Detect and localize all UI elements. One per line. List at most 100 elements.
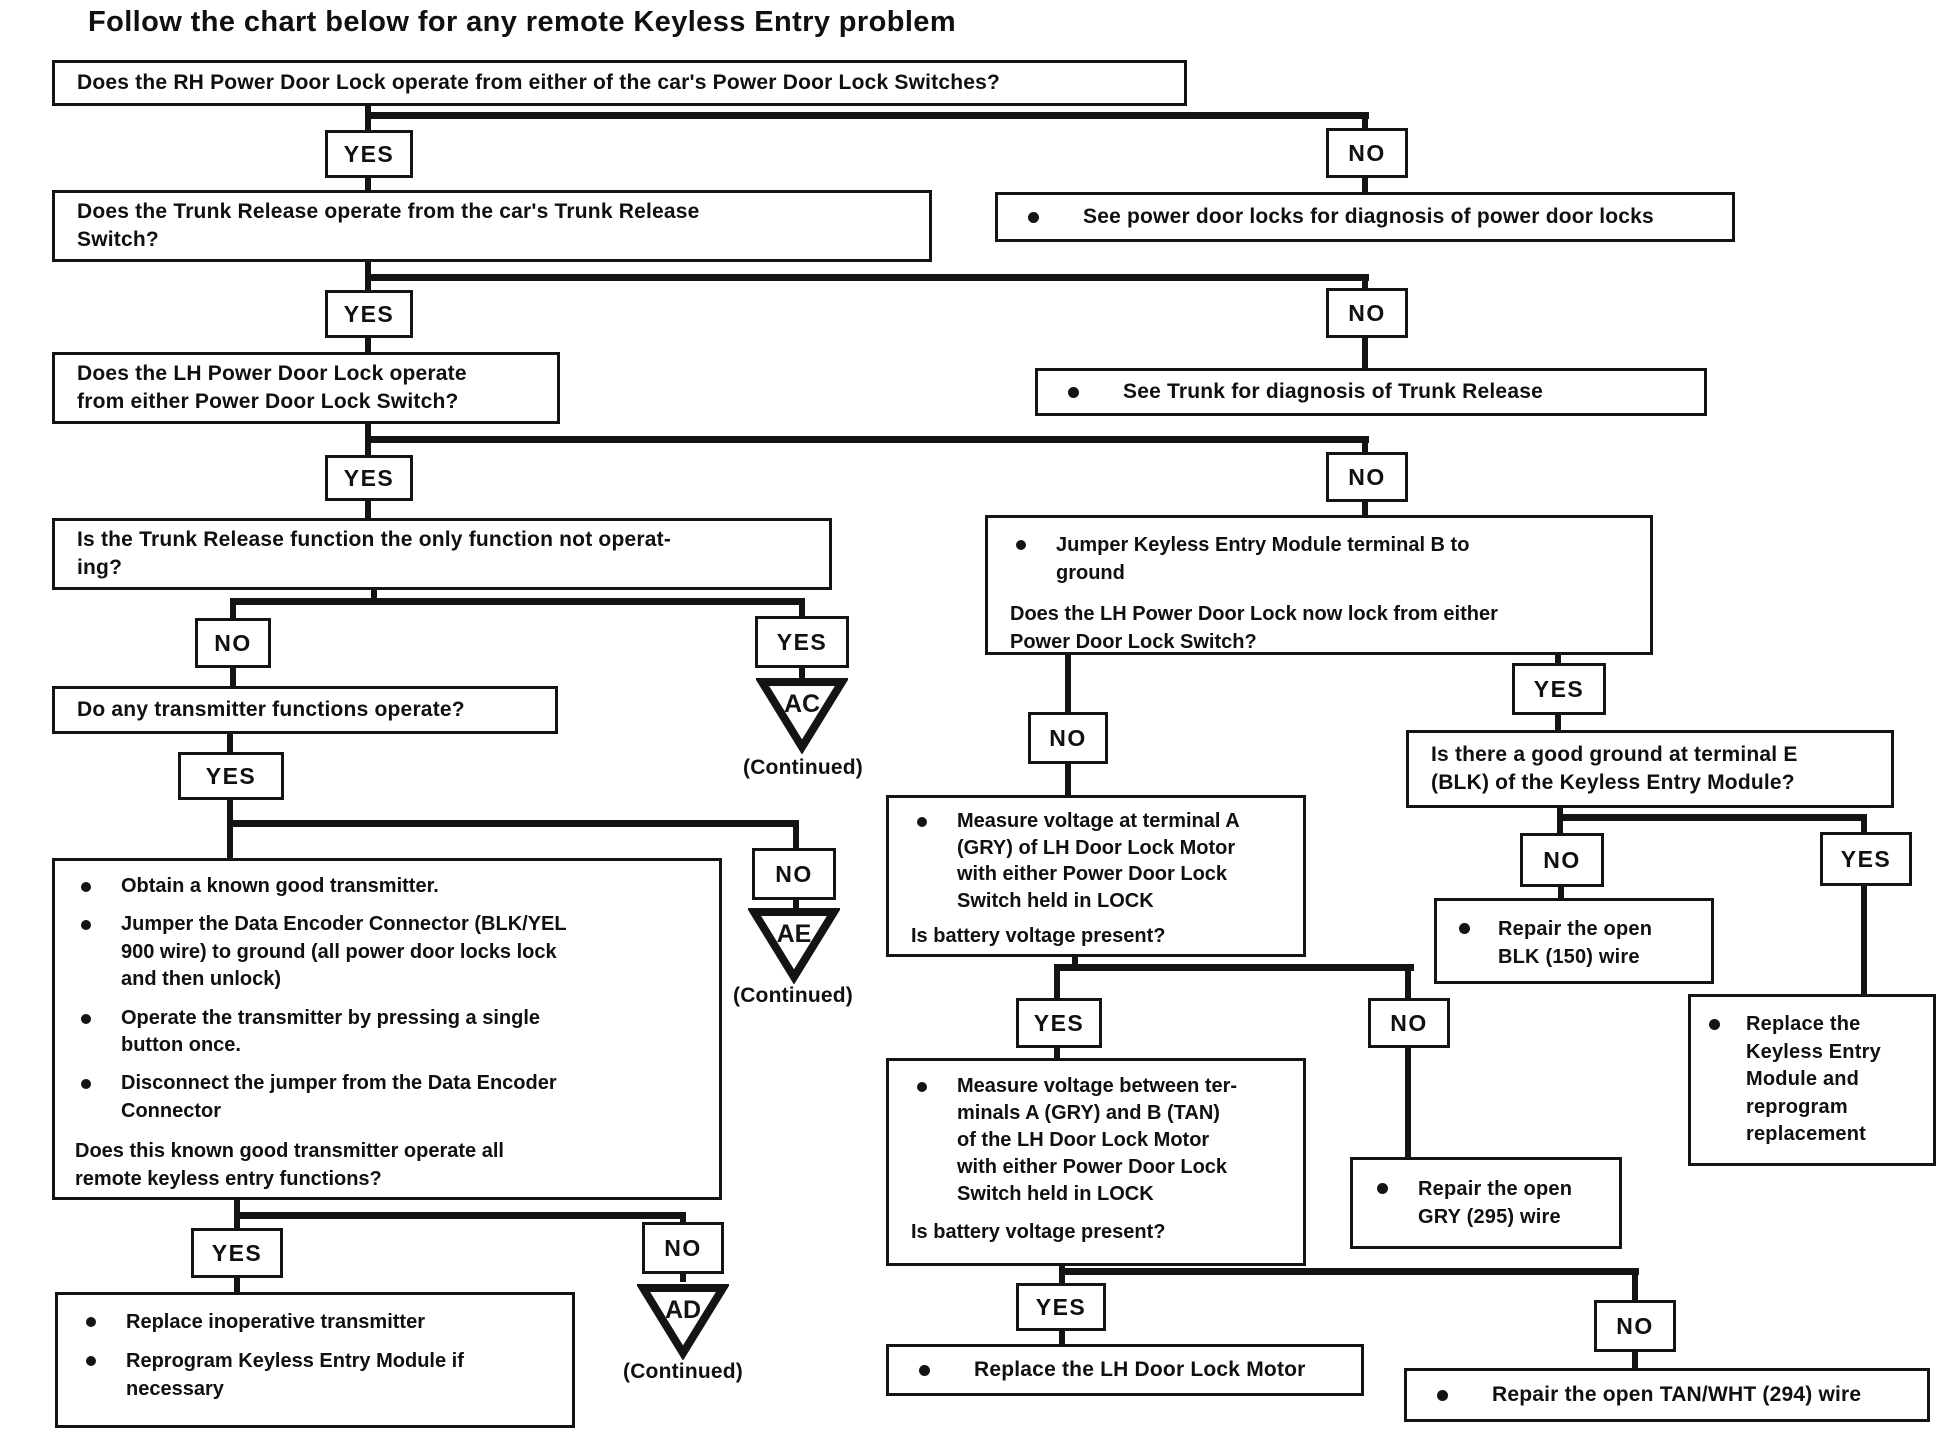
connector-line	[227, 800, 233, 858]
question-lh-power-door-lock: Does the LH Power Door Lock operate from…	[52, 352, 560, 424]
connector-line	[230, 668, 236, 686]
decision-yes-8: YES	[1820, 832, 1912, 886]
connector-line	[1558, 887, 1564, 898]
triangle-icon	[637, 1284, 729, 1360]
triangle-icon	[748, 908, 840, 984]
question-trunk-only-function: Is the Trunk Release function the only f…	[52, 518, 832, 590]
procedure-transmitter-test: Obtain a known good transmitter. Jumper …	[52, 858, 722, 1200]
connector-line	[793, 825, 799, 848]
connector-line	[680, 1274, 686, 1282]
chart-title: Follow the chart below for any remote Ke…	[88, 6, 957, 38]
decision-no-3: NO	[1326, 452, 1408, 502]
connector-line	[1054, 969, 1060, 998]
question-text: Does the LH Power Door Lock now lock fro…	[1010, 603, 1498, 653]
step-text: Replace inoperative transmitter	[126, 1311, 425, 1333]
decision-yes-1: YES	[325, 130, 413, 178]
procedure-measure-a-b: Measure voltage between ter- minals A (G…	[886, 1058, 1306, 1266]
connector-line	[799, 603, 805, 616]
question-text: Is there a good ground at terminal E (BL…	[1431, 742, 1798, 794]
connector-line	[1059, 1268, 1639, 1275]
bullet-icon	[86, 1317, 96, 1327]
bullet-icon	[917, 817, 927, 827]
continued-caption-ad: (Continued)	[623, 1360, 743, 1383]
connector-label: AE	[777, 920, 812, 948]
connector-line	[1861, 886, 1867, 994]
connector-line	[1405, 969, 1411, 998]
result-text: See power door locks for diagnosis of po…	[1083, 205, 1654, 229]
decision-no-9: NO	[1368, 998, 1450, 1048]
result-repair-gry-wire: Repair the open GRY (295) wire	[1350, 1157, 1622, 1249]
step-text: Jumper Keyless Entry Module terminal B t…	[1056, 534, 1470, 584]
decision-yes-6: YES	[191, 1228, 283, 1278]
step-text: Measure voltage at terminal A (GRY) of L…	[957, 810, 1240, 912]
question-trunk-release-switch: Does the Trunk Release operate from the …	[52, 190, 932, 262]
continue-connector-ae: AE	[748, 908, 840, 984]
decision-yes-7: YES	[1512, 663, 1606, 715]
connector-label: AC	[784, 690, 820, 718]
question-text: Does the RH Power Door Lock operate from…	[77, 70, 1001, 94]
result-text: Replace the Keyless Entry Module and rep…	[1746, 1013, 1881, 1146]
connector-line	[230, 598, 805, 605]
question-any-transmitter: Do any transmitter functions operate?	[52, 686, 558, 734]
bullet-icon	[1709, 1019, 1720, 1030]
connector-line	[1362, 117, 1368, 128]
question-text: Do any transmitter functions operate?	[77, 697, 465, 721]
result-replace-lh-motor: Replace the LH Door Lock Motor	[886, 1344, 1364, 1396]
connector-line	[1555, 715, 1561, 730]
connector-line	[365, 436, 1369, 443]
bullet-icon	[1028, 211, 1039, 223]
procedure-measure-terminal-a: Measure voltage at terminal A (GRY) of L…	[886, 795, 1306, 957]
question-text: Is battery voltage present?	[911, 925, 1166, 948]
bullet-icon	[1377, 1183, 1388, 1194]
bullet-icon	[1016, 540, 1026, 550]
connector-line	[1405, 1048, 1411, 1157]
decision-no-2: NO	[1326, 288, 1408, 338]
connector-line	[1362, 338, 1368, 368]
connector-line	[234, 1212, 686, 1219]
question-text: Does the LH Power Door Lock operate from…	[77, 361, 467, 413]
connector-line	[365, 338, 371, 352]
bullet-icon	[86, 1356, 96, 1366]
result-see-trunk: See Trunk for diagnosis of Trunk Release	[1035, 368, 1707, 416]
connector-line	[1557, 814, 1867, 821]
step-text: Disconnect the jumper from the Data Enco…	[121, 1072, 557, 1122]
result-repair-tan-wht-wire: Repair the open TAN/WHT (294) wire	[1404, 1368, 1930, 1422]
procedure-jumper-terminal-b: Jumper Keyless Entry Module terminal B t…	[985, 515, 1653, 655]
decision-no-7: NO	[1028, 712, 1108, 764]
step-text: Reprogram Keyless Entry Module if necess…	[126, 1350, 464, 1400]
bullet-icon	[1437, 1389, 1448, 1401]
connector-line	[1861, 819, 1867, 832]
connector-label: AD	[665, 1296, 701, 1324]
decision-no-1: NO	[1326, 128, 1408, 178]
connector-line	[365, 501, 371, 518]
bullet-icon	[81, 882, 91, 892]
bullet-icon	[81, 1079, 91, 1090]
result-text: See Trunk for diagnosis of Trunk Release	[1123, 380, 1543, 404]
bullet-icon	[919, 1364, 930, 1376]
question-ground-terminal-e: Is there a good ground at terminal E (BL…	[1406, 730, 1894, 808]
result-replace-module: Replace the Keyless Entry Module and rep…	[1688, 994, 1936, 1166]
connector-line	[793, 900, 799, 908]
result-text: Replace the LH Door Lock Motor	[974, 1358, 1306, 1382]
question-rh-power-door-lock: Does the RH Power Door Lock operate from…	[52, 60, 1187, 106]
connector-line	[799, 668, 805, 678]
decision-yes-2: YES	[325, 290, 413, 338]
connector-line	[1059, 1331, 1065, 1344]
result-text: Repair the open GRY (295) wire	[1418, 1178, 1573, 1228]
decision-no-5: NO	[752, 848, 836, 900]
decision-yes-4: YES	[755, 616, 849, 668]
connector-line	[1065, 655, 1071, 712]
decision-yes-5: YES	[178, 752, 284, 800]
connector-line	[1362, 502, 1368, 515]
step-text: Jumper the Data Encoder Connector (BLK/Y…	[121, 913, 567, 991]
result-see-power-door-locks: See power door locks for diagnosis of po…	[995, 192, 1735, 242]
decision-no-6: NO	[642, 1222, 724, 1274]
connector-line	[1362, 279, 1368, 289]
decision-yes-3: YES	[325, 455, 413, 501]
connector-line	[1632, 1273, 1638, 1300]
bullet-icon	[81, 1013, 91, 1024]
step-text: Measure voltage between ter- minals A (G…	[957, 1075, 1238, 1205]
connector-line	[230, 603, 236, 618]
step-text: Operate the transmitter by pressing a si…	[121, 1006, 541, 1056]
